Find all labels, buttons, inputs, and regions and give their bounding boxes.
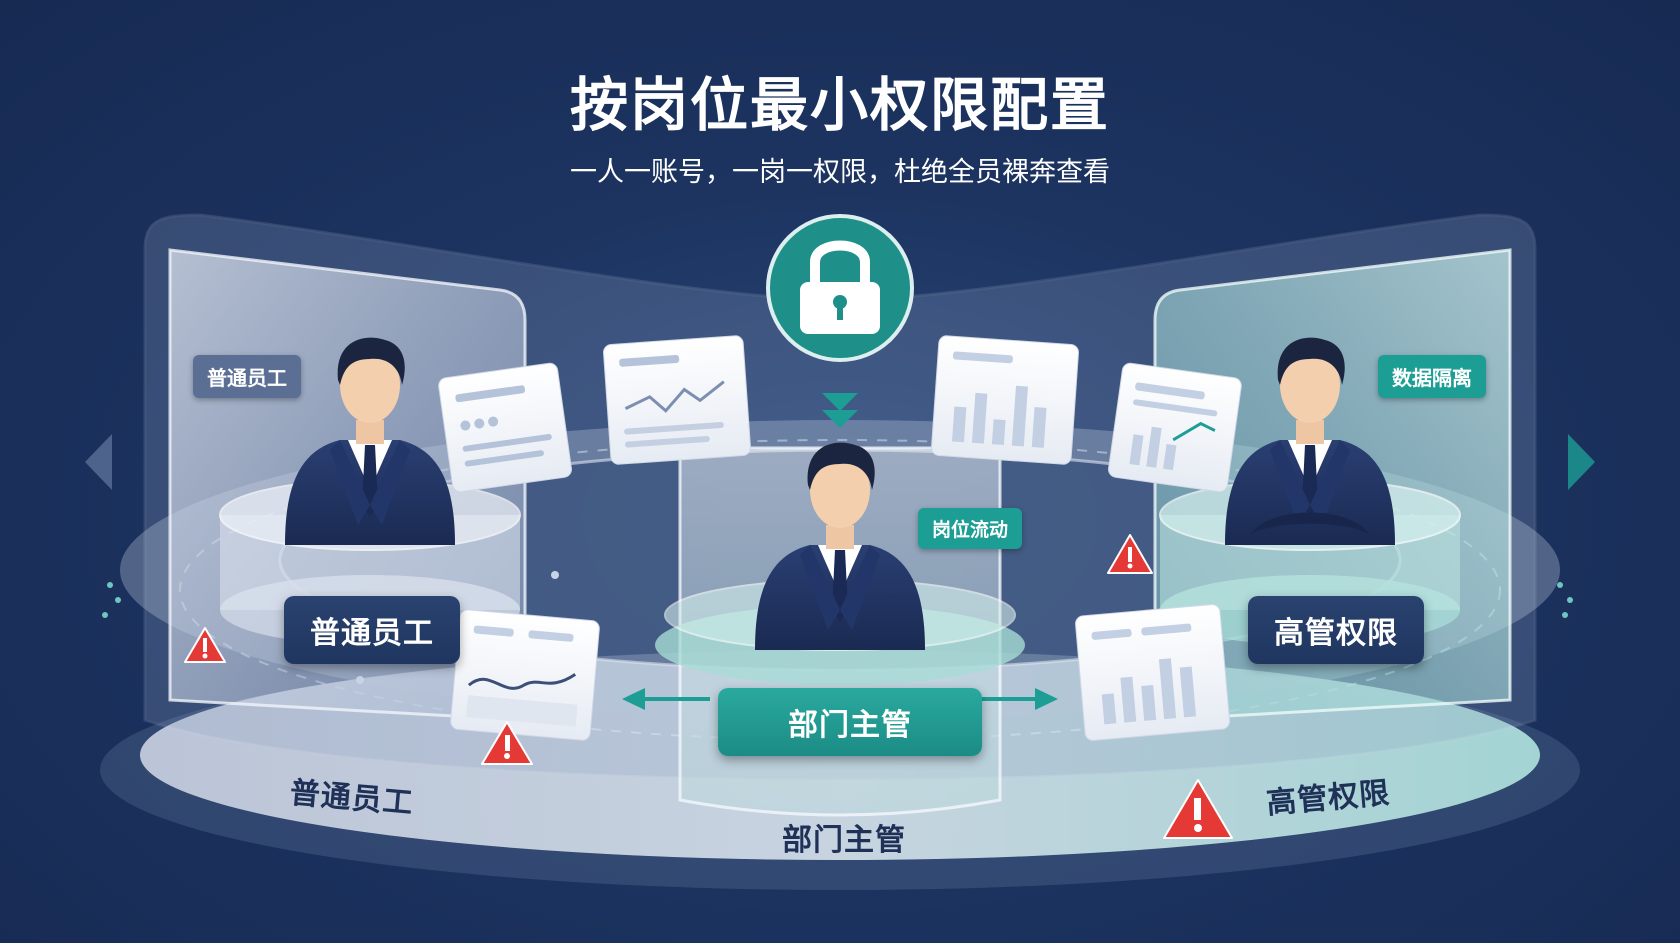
tag-employee: 普通员工 <box>193 355 301 398</box>
padlock-icon <box>766 214 914 362</box>
warning-icon <box>184 627 226 663</box>
floor-label-manager: 部门主管 <box>782 823 906 858</box>
down-arrow-icon <box>822 393 858 428</box>
line-chart-card-icon <box>603 335 751 465</box>
wave-chart-card-icon <box>450 609 600 741</box>
left-flow-arrow <box>622 688 710 710</box>
page-subtitle: 一人一账号，一岗一权限，杜绝全员裸奔查看 <box>570 157 1110 188</box>
left-nav-arrow[interactable] <box>85 434 112 490</box>
bar-chart-card-icon <box>931 335 1079 465</box>
warning-icon <box>1163 779 1233 839</box>
tag-job-rotation: 岗位流动 <box>918 508 1023 549</box>
tag-data-isolation: 数据隔离 <box>1378 355 1486 398</box>
plate-executive: 高管权限 <box>1248 596 1424 664</box>
column-chart-card-icon <box>1075 604 1231 741</box>
executive-person-icon <box>1225 337 1395 545</box>
warning-icon <box>481 721 533 765</box>
chart-card-icon <box>438 362 572 493</box>
trend-card-icon <box>1108 362 1242 493</box>
right-flow-arrow <box>970 688 1058 710</box>
plate-manager: 部门主管 <box>718 688 982 756</box>
right-nav-arrow[interactable] <box>1568 434 1595 490</box>
page-title: 按岗位最小权限配置 <box>569 71 1110 139</box>
plate-employee: 普通员工 <box>284 596 460 664</box>
warning-icon <box>1107 534 1153 574</box>
decorative-dots <box>102 571 1573 684</box>
